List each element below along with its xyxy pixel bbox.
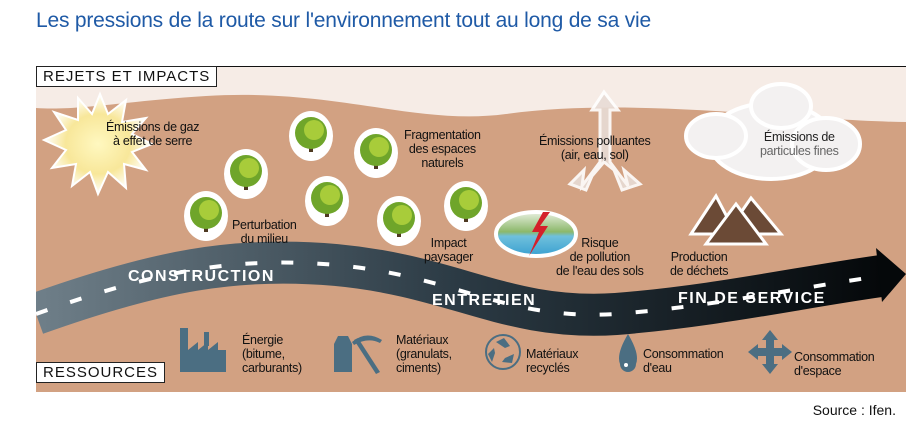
waste-piles-icon	[688, 193, 785, 246]
phase-fin-de-service: FIN DE SERVICE	[678, 290, 826, 307]
particles-cloud-icon	[684, 82, 862, 181]
water-pollution-icon	[494, 210, 578, 258]
phase-construction: CONSTRUCTION	[128, 268, 275, 285]
tree-icon	[354, 128, 398, 178]
tree-icon	[444, 181, 488, 231]
space-arrows-icon	[748, 330, 792, 374]
source-note: Source : Ifen.	[812, 402, 896, 418]
tree-icon	[289, 111, 333, 161]
road	[36, 241, 906, 336]
section-label-rejets: REJETS ET IMPACTS	[36, 66, 218, 87]
page-title: Les pressions de la route sur l'environn…	[36, 9, 651, 32]
factory-icon	[180, 328, 226, 372]
tree-icon	[305, 176, 349, 226]
phase-entretien: ENTRETIEN	[432, 292, 537, 309]
road-arrowhead	[876, 248, 906, 302]
diagram-scene	[36, 66, 906, 392]
section-label-ressources: RESSOURCES	[36, 362, 166, 383]
greenhouse-sun-icon	[41, 91, 155, 197]
tree-group	[184, 111, 488, 246]
resource-energie: Énergie(bitume,carburants)	[242, 333, 302, 375]
label-emissions: Émissions polluantes(air, eau, sol)	[539, 134, 651, 162]
resource-materiaux: Matériaux(granulats,ciments)	[396, 333, 452, 375]
tree-icon	[184, 191, 228, 241]
water-drop-icon	[619, 334, 637, 372]
tree-icon	[377, 196, 421, 246]
materials-bag-pickaxe-icon	[334, 335, 382, 374]
recycle-icon	[485, 334, 521, 370]
sky-band	[36, 66, 906, 122]
pollutant-arrows-icon	[567, 89, 643, 192]
tree-icon	[224, 149, 268, 199]
